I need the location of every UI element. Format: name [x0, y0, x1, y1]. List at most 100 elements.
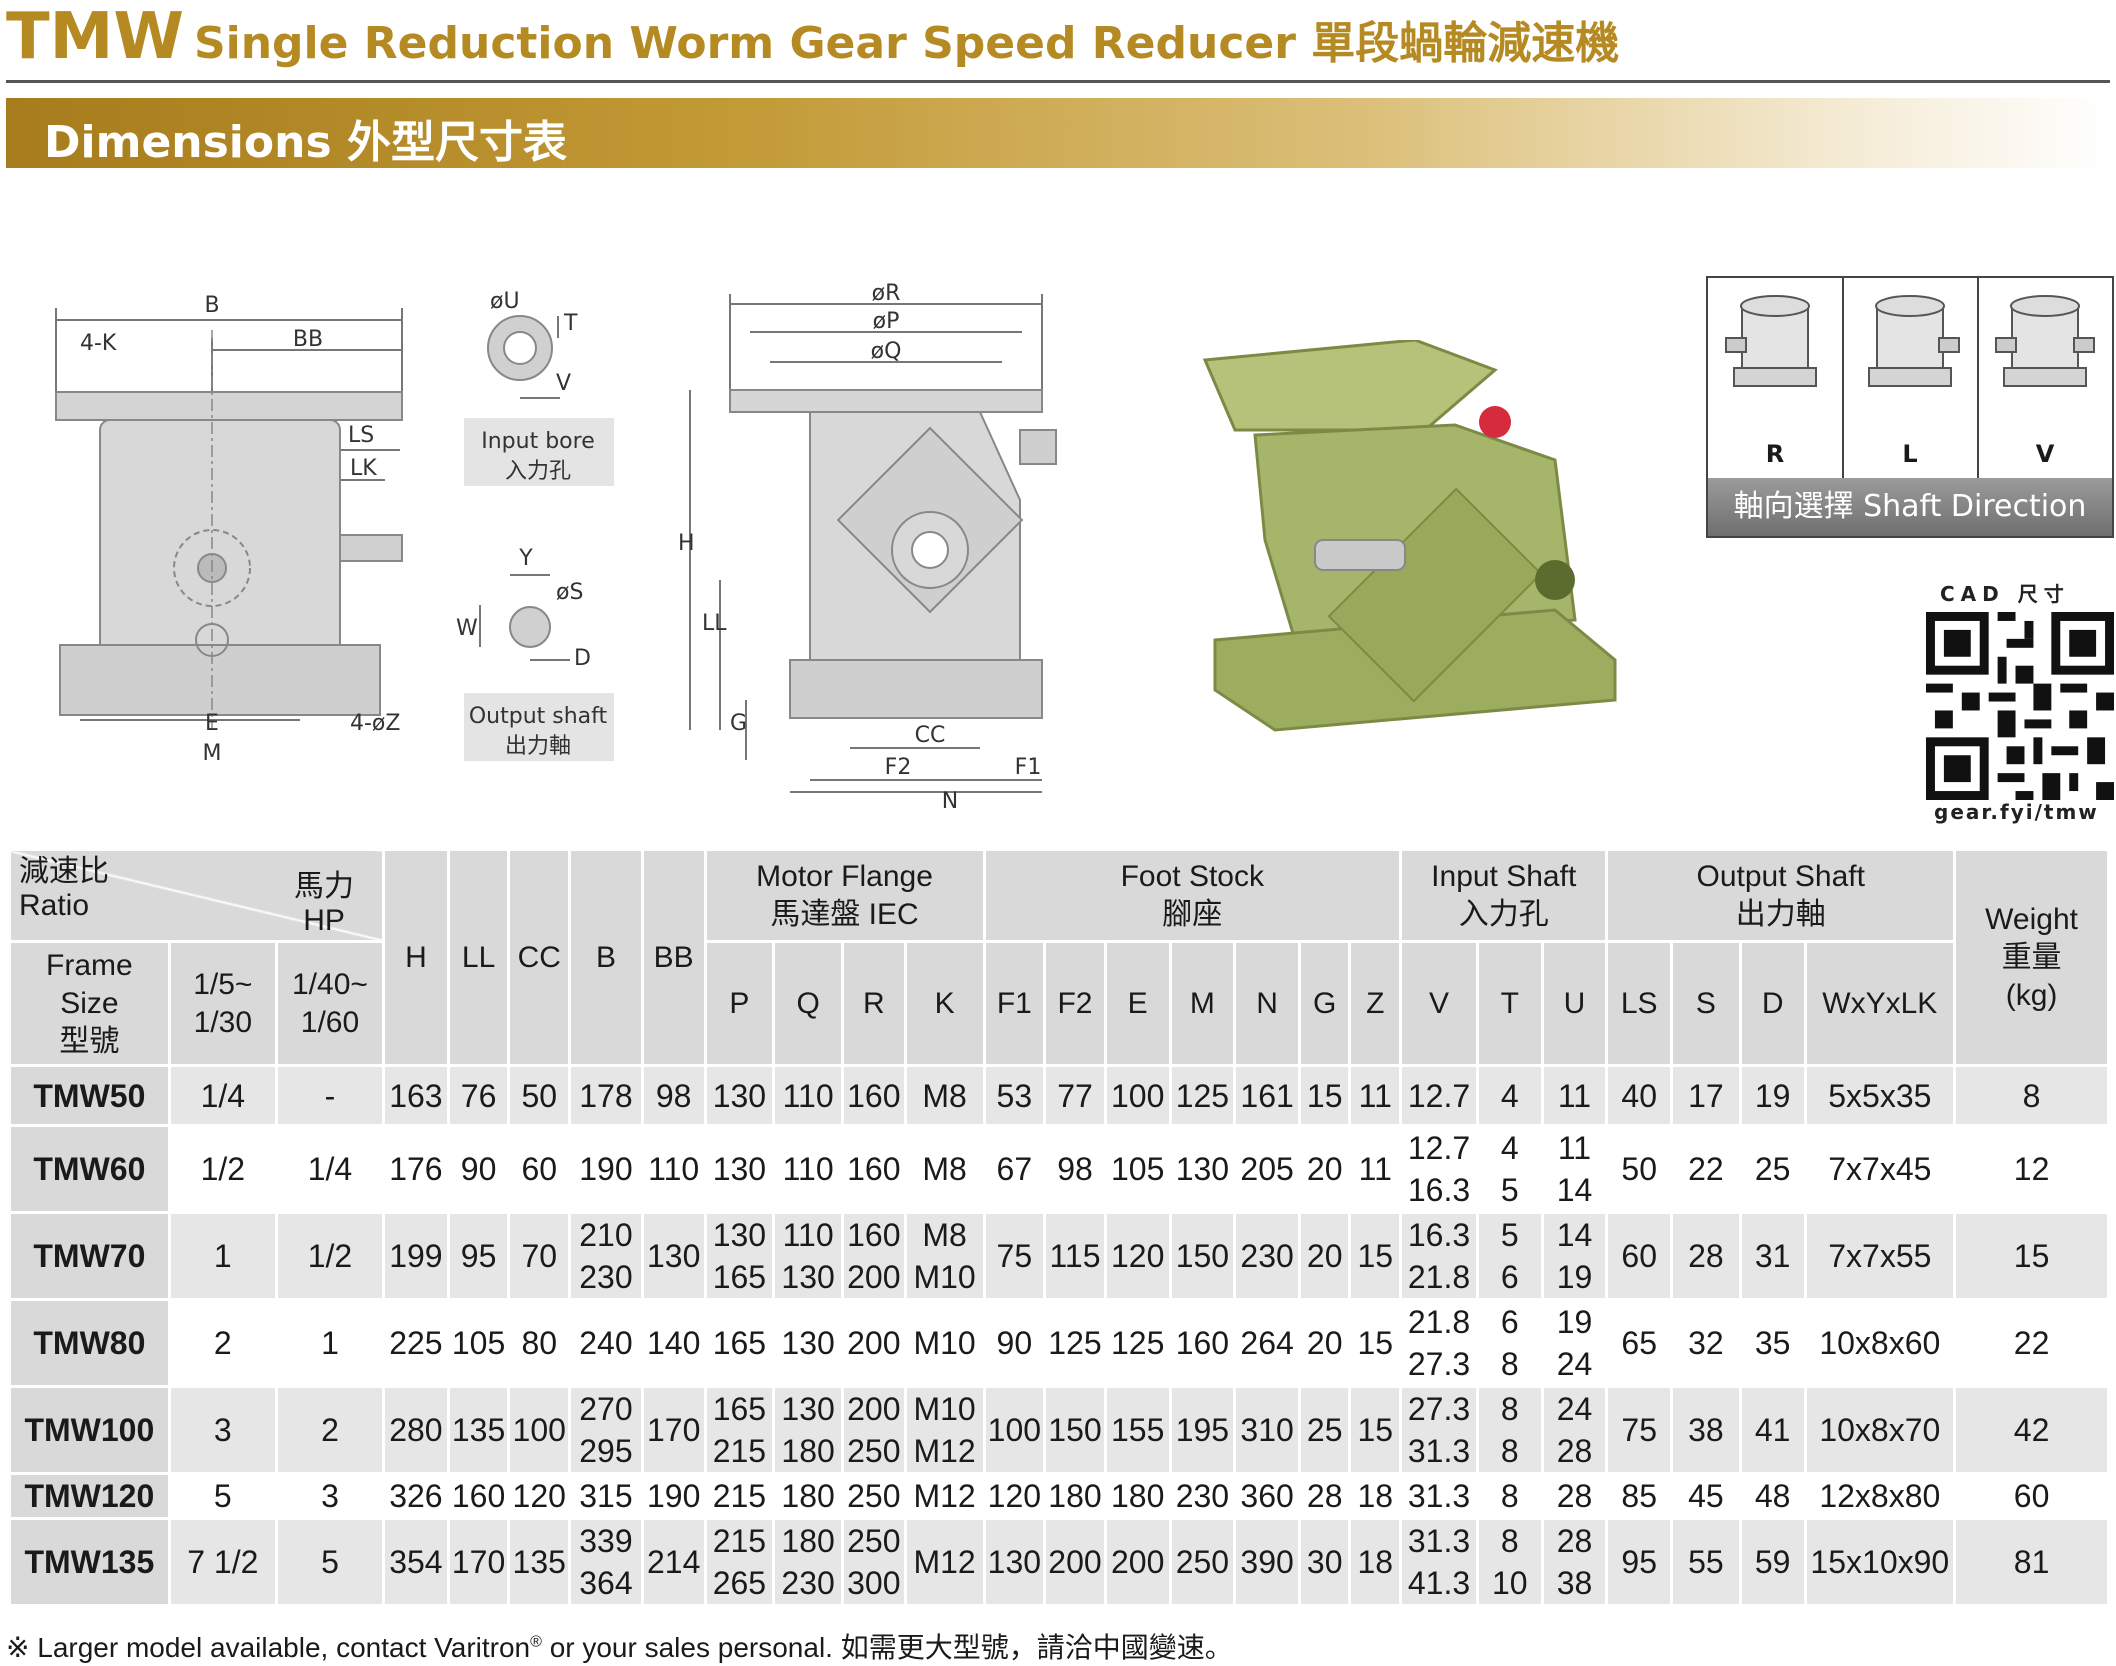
section-header: Dimensions 外型尺寸表 [6, 98, 2110, 168]
cell-q: 180 [772, 1472, 844, 1520]
cell-value: 8 [1500, 1523, 1519, 1559]
qr-url[interactable]: gear.fyi/tmw [1934, 800, 2099, 824]
cell-ls: 65 [1605, 1298, 1674, 1388]
cell-value: 41 [1754, 1412, 1791, 1448]
title-divider [6, 80, 2110, 83]
cell-bb: 110 [640, 1124, 707, 1214]
cell-value: 81 [2013, 1544, 2050, 1580]
cell-s: 32 [1670, 1298, 1742, 1388]
cell-r2: 5 [274, 1517, 386, 1607]
cell-value: 180 [1048, 1478, 1102, 1514]
cell-r1: 2 [167, 1298, 278, 1388]
cell-value: TMW120 [24, 1478, 155, 1514]
side-view-drawing: B BB 4-K LS LK E M 4-øZ [55, 293, 403, 766]
cell-value: 215 [712, 1523, 767, 1559]
cell-value-2: 230 [579, 1259, 633, 1295]
cell-value: 28 [1556, 1478, 1593, 1514]
cell-value: 42 [2013, 1412, 2050, 1448]
cell-value: 77 [1057, 1077, 1093, 1114]
label-T: T [563, 311, 578, 336]
cell-value: 65 [1621, 1325, 1657, 1361]
qr-code-icon[interactable] [1926, 612, 2114, 800]
cell-value: 163 [389, 1077, 443, 1114]
cell-value: 16.3 [1407, 1217, 1471, 1253]
cell-h: 225 [382, 1298, 450, 1388]
cell-b: 190 [568, 1124, 644, 1214]
cell-value: 270 [579, 1391, 633, 1427]
cell-value: 8 [2022, 1077, 2041, 1114]
hp2-l1: 1/40~ [292, 967, 368, 1001]
cell-value: 18 [1357, 1544, 1394, 1580]
cell-r1: 7 1/2 [167, 1517, 278, 1607]
footnote-text-2: or your sales personal. 如需更大型號，請洽中國變速。 [549, 1632, 1233, 1663]
cell-value-2: 300 [847, 1565, 901, 1601]
cell-bb: 190 [640, 1472, 707, 1520]
cell-value: 390 [1240, 1544, 1294, 1580]
cell-z: 11 [1348, 1124, 1403, 1214]
cell-value: 160 [847, 1077, 901, 1114]
cell-value: 18 [1357, 1478, 1394, 1514]
cell-m: 160 [1168, 1298, 1237, 1388]
footnote-mark: ※ [6, 1632, 30, 1663]
cell-value: 120 [987, 1478, 1042, 1514]
cell-value: 11 [1557, 1130, 1592, 1166]
footnote-reg: ® [530, 1633, 542, 1651]
cell-value: 200 [1048, 1544, 1102, 1580]
cell-value-2: 41.3 [1407, 1565, 1471, 1601]
cell-value-2: 10 [1491, 1565, 1528, 1601]
cell-g: 20 [1297, 1124, 1352, 1214]
cell-cc: 70 [507, 1211, 572, 1301]
cell-w: 81 [1953, 1517, 2110, 1607]
cell-ls: 75 [1605, 1385, 1674, 1475]
cell-value: 75 [1621, 1412, 1657, 1448]
col-K: K [903, 940, 986, 1067]
cell-f2: 125 [1043, 1298, 1107, 1388]
cell-value-2: M10 [913, 1259, 976, 1295]
col-M: M [1168, 940, 1237, 1067]
cell-z: 18 [1348, 1517, 1403, 1607]
cell-value: 15 [1306, 1077, 1343, 1114]
cell-model: TMW50 [8, 1064, 171, 1127]
cell-e: 125 [1103, 1298, 1172, 1388]
cell-value: 7 1/2 [187, 1544, 259, 1580]
cell-e: 180 [1103, 1472, 1172, 1520]
cell-value: 80 [521, 1325, 558, 1361]
cell-w: 15 [1953, 1211, 2110, 1301]
cell-f2: 77 [1043, 1064, 1107, 1127]
title-text: Single Reduction Worm Gear Speed Reducer… [193, 18, 1620, 69]
cell-value: 8 [1500, 1391, 1519, 1427]
cell-bb: 170 [640, 1385, 707, 1475]
cell-value-2: M12 [913, 1433, 976, 1469]
cell-e: 100 [1103, 1064, 1172, 1127]
cell-z: 15 [1348, 1385, 1403, 1475]
cell-e: 120 [1103, 1211, 1172, 1301]
cell-value-2: 295 [579, 1433, 633, 1469]
cell-value-2: 24 [1556, 1346, 1593, 1382]
cell-wylk: 15x10x90 [1803, 1517, 1957, 1607]
cell-value: M12 [913, 1544, 976, 1580]
cell-value: 170 [451, 1544, 506, 1580]
cell-f1: 67 [982, 1124, 1047, 1214]
cell-value: 200 [847, 1391, 901, 1427]
qr-caption-top: CAD 尺寸 [1940, 582, 2070, 606]
footnote-text-1: Larger model available, contact Varitron [37, 1632, 531, 1663]
col-H: H [382, 848, 450, 1067]
cell-d: 19 [1738, 1064, 1807, 1127]
cell-bb: 214 [640, 1517, 707, 1607]
cell-cc: 80 [507, 1298, 572, 1388]
cell-value: 50 [521, 1077, 558, 1114]
cell-value: TMW70 [33, 1238, 146, 1274]
label-4K: 4-K [80, 331, 117, 356]
cell-value: 130 [781, 1391, 835, 1427]
cell-value-2: 364 [579, 1565, 633, 1601]
cell-value: 160 [847, 1151, 901, 1187]
